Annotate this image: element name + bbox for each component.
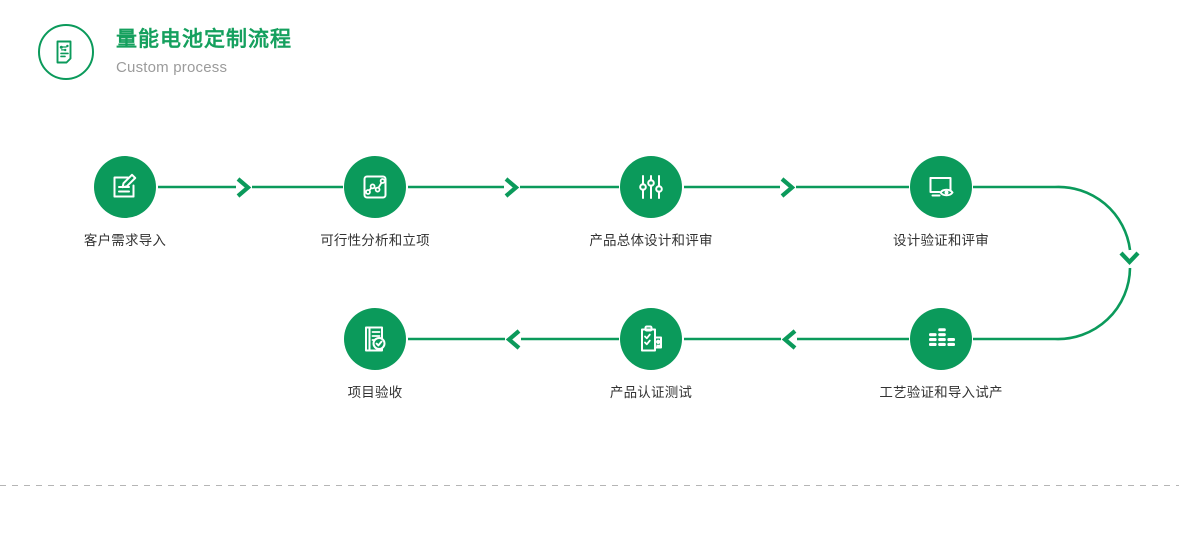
page-subtitle: Custom process bbox=[116, 59, 228, 76]
flow-node-2[interactable]: 可行性分析和立项 bbox=[320, 156, 430, 248]
bar-blocks-icon bbox=[910, 308, 972, 370]
page-title: 量能电池定制流程 bbox=[116, 28, 292, 51]
flow-node-6[interactable]: 产品认证测试 bbox=[610, 308, 692, 400]
chevron-left-icon bbox=[505, 329, 521, 350]
flow-node-3[interactable]: 产品总体设计和评审 bbox=[589, 156, 712, 248]
flow-node-1[interactable]: 客户需求导入 bbox=[84, 156, 166, 248]
process-document-icon bbox=[38, 24, 94, 80]
sliders-icon bbox=[620, 156, 682, 218]
clipboard-check-badge-icon bbox=[620, 308, 682, 370]
flow-node-1-label: 客户需求导入 bbox=[83, 233, 167, 248]
flow-node-7[interactable]: 工艺验证和导入试产 bbox=[879, 308, 1002, 400]
chevron-right-icon bbox=[780, 177, 796, 198]
document-edit-icon bbox=[94, 156, 156, 218]
chevron-left-icon bbox=[781, 329, 797, 350]
flow-node-5[interactable]: 项目验收 bbox=[344, 308, 406, 400]
section-header: 量能电池定制流程 Custom process bbox=[38, 24, 292, 80]
flow-node-6-label: 产品认证测试 bbox=[609, 385, 693, 400]
flow-node-2-label: 可行性分析和立项 bbox=[320, 233, 430, 248]
flow-node-5-label: 项目验收 bbox=[347, 385, 403, 400]
flow-node-3-label: 产品总体设计和评审 bbox=[589, 233, 713, 248]
line-chart-icon bbox=[344, 156, 406, 218]
flow-node-7-label: 工艺验证和导入试产 bbox=[879, 385, 1003, 400]
monitor-eye-icon bbox=[910, 156, 972, 218]
flow-node-4[interactable]: 设计验证和评审 bbox=[893, 156, 989, 248]
header-text-block: 量能电池定制流程 Custom process bbox=[116, 24, 292, 79]
chevron-right-icon bbox=[504, 177, 520, 198]
chevron-down-icon bbox=[1119, 251, 1140, 266]
document-check-seal-icon bbox=[344, 308, 406, 370]
chevron-right-icon bbox=[236, 177, 252, 198]
bottom-dashed-divider bbox=[0, 485, 1179, 486]
flow-node-4-label: 设计验证和评审 bbox=[893, 233, 989, 248]
